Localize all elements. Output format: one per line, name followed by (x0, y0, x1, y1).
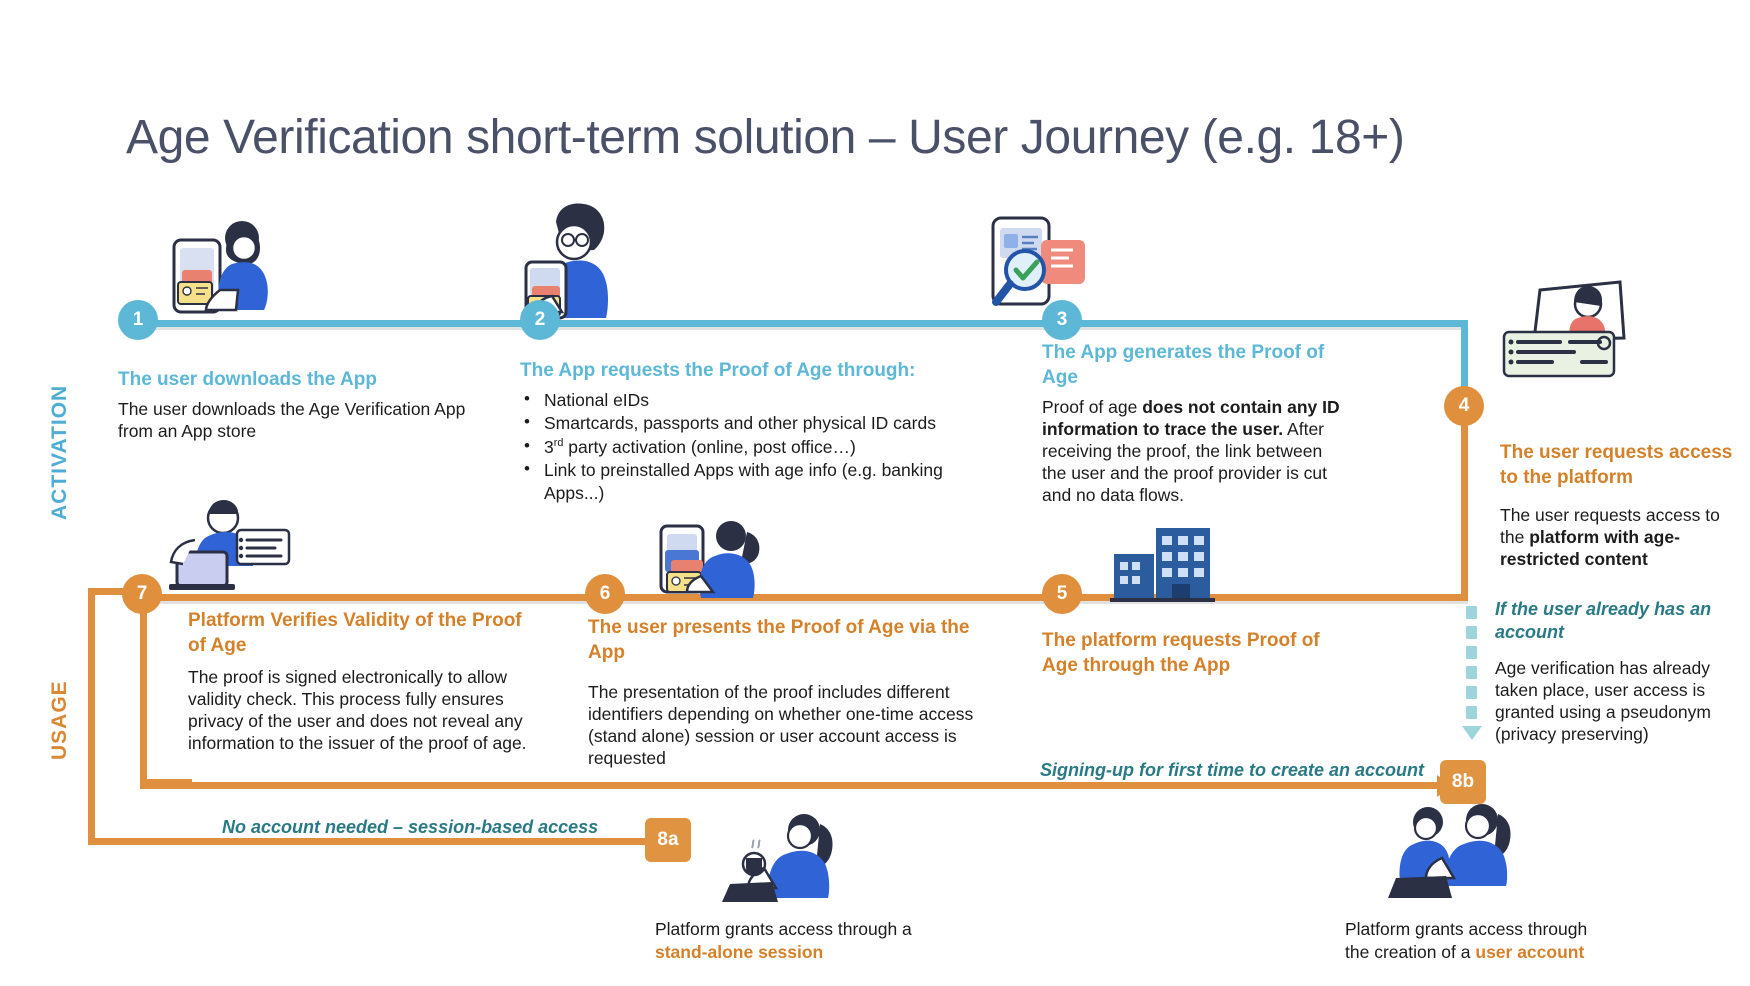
illustration-app-generates-proof (991, 216, 1085, 306)
arrow-to-8a (88, 838, 648, 845)
dashed-arrow-down-icon (1462, 606, 1482, 740)
illustration-user-downloads-app (172, 221, 268, 314)
timeline-rail-activation (130, 320, 1468, 327)
caption-8b-line2: the creation of a user account (1345, 941, 1585, 962)
phase-label-activation: ACTIVATION (48, 384, 71, 520)
step-6-body: The presentation of the proof includes d… (588, 682, 974, 769)
illustration-user-account (1388, 804, 1511, 898)
annotation-no-account: No account needed – session-based access (222, 817, 599, 837)
step-4-heading: The user requests access to the platform (1500, 442, 1733, 489)
caption-8a-line1: Platform grants access through a (655, 919, 912, 939)
step-badge-7[interactable]: 7 (122, 574, 162, 614)
illustration-standalone-session (722, 814, 833, 902)
list-item: Smartcards, passports and other physical… (520, 411, 980, 434)
illustration-platform-building (1110, 528, 1215, 602)
step-badge-1[interactable]: 1 (118, 300, 158, 340)
step-3-text: The App generates the Proof of Age Proof… (1042, 340, 1342, 506)
caption-8b: Platform grants access through the creat… (1345, 918, 1685, 964)
illustration-user-requests-access (1502, 280, 1626, 378)
step-7-body: The proof is signed electronically to al… (188, 667, 527, 754)
step-badge-4[interactable]: 4 (1444, 386, 1484, 426)
page-title: Age Verification short-term solution – U… (126, 111, 1405, 164)
annotation-signing-up: Signing-up for first time to create an a… (1040, 760, 1425, 780)
already-account-body: Age verification has already taken place… (1495, 657, 1711, 744)
step-badge-3[interactable]: 3 (1042, 300, 1082, 340)
step-1-body: The user downloads the Age Verification … (118, 399, 466, 442)
arrow-to-8b (140, 782, 1440, 789)
step-2-heading: The App requests the Proof of Age throug… (520, 360, 916, 381)
list-item: 3rd party activation (online, post offic… (520, 435, 980, 458)
timeline-rail-outer-left (88, 588, 95, 844)
step-4-text: The user requests access to the platform… (1500, 440, 1740, 570)
step-7-text: Platform Verifies Validity of the Proof … (188, 608, 538, 754)
timeline-rail-activation-vertical (1461, 320, 1468, 406)
step-badge-6[interactable]: 6 (585, 574, 625, 614)
step-5-heading: The platform requests Proof of Age throu… (1042, 630, 1320, 677)
caption-8a-line2: stand-alone session (655, 941, 824, 962)
caption-8a: Platform grants access through a stand-a… (655, 918, 985, 964)
step-6-text: The user presents the Proof of Age via t… (588, 615, 978, 769)
step-3-body: Proof of age does not contain any ID inf… (1042, 397, 1340, 506)
step-1-text: The user downloads the App The user down… (118, 367, 468, 442)
step-6-heading: The user presents the Proof of Age via t… (588, 617, 970, 664)
rail-shadow-usage (140, 601, 1468, 604)
list-item: Link to preinstalled Apps with age info … (520, 458, 980, 504)
timeline-rail-usage-vertical-left (140, 594, 147, 786)
timeline-rail-outer-top (88, 588, 148, 595)
step-3-heading: The App generates the Proof of Age (1042, 342, 1325, 389)
timeline-rail-usage (140, 594, 1468, 601)
list-item: National eIDs (520, 388, 980, 411)
already-account-heading: If the user already has an account (1495, 599, 1712, 643)
illustration-user-presents-proof (659, 521, 760, 598)
already-account-block: If the user already has an account Age v… (1495, 598, 1745, 745)
step-4-body: The user requests access to the platform… (1500, 505, 1720, 570)
caption-8b-line1: Platform grants access through (1345, 919, 1588, 939)
illustration-platform-verifies (169, 500, 291, 590)
step-1-heading: The user downloads the App (118, 369, 377, 390)
step-7-heading: Platform Verifies Validity of the Proof … (188, 610, 522, 657)
step-2-bullet-list: National eIDs Smartcards, passports and … (520, 388, 980, 504)
step-badge-5[interactable]: 5 (1042, 574, 1082, 614)
step-badge-8b[interactable]: 8b (1440, 760, 1486, 804)
phase-label-usage: USAGE (48, 680, 71, 760)
timeline-rail-usage-vertical-right (1461, 400, 1468, 600)
step-2-text: The App requests the Proof of Age throug… (520, 358, 980, 505)
step-badge-2[interactable]: 2 (520, 300, 560, 340)
step-5-text: The platform requests Proof of Age throu… (1042, 628, 1332, 684)
step-badge-8a[interactable]: 8a (645, 818, 691, 862)
rail-shadow-top (130, 327, 1468, 330)
